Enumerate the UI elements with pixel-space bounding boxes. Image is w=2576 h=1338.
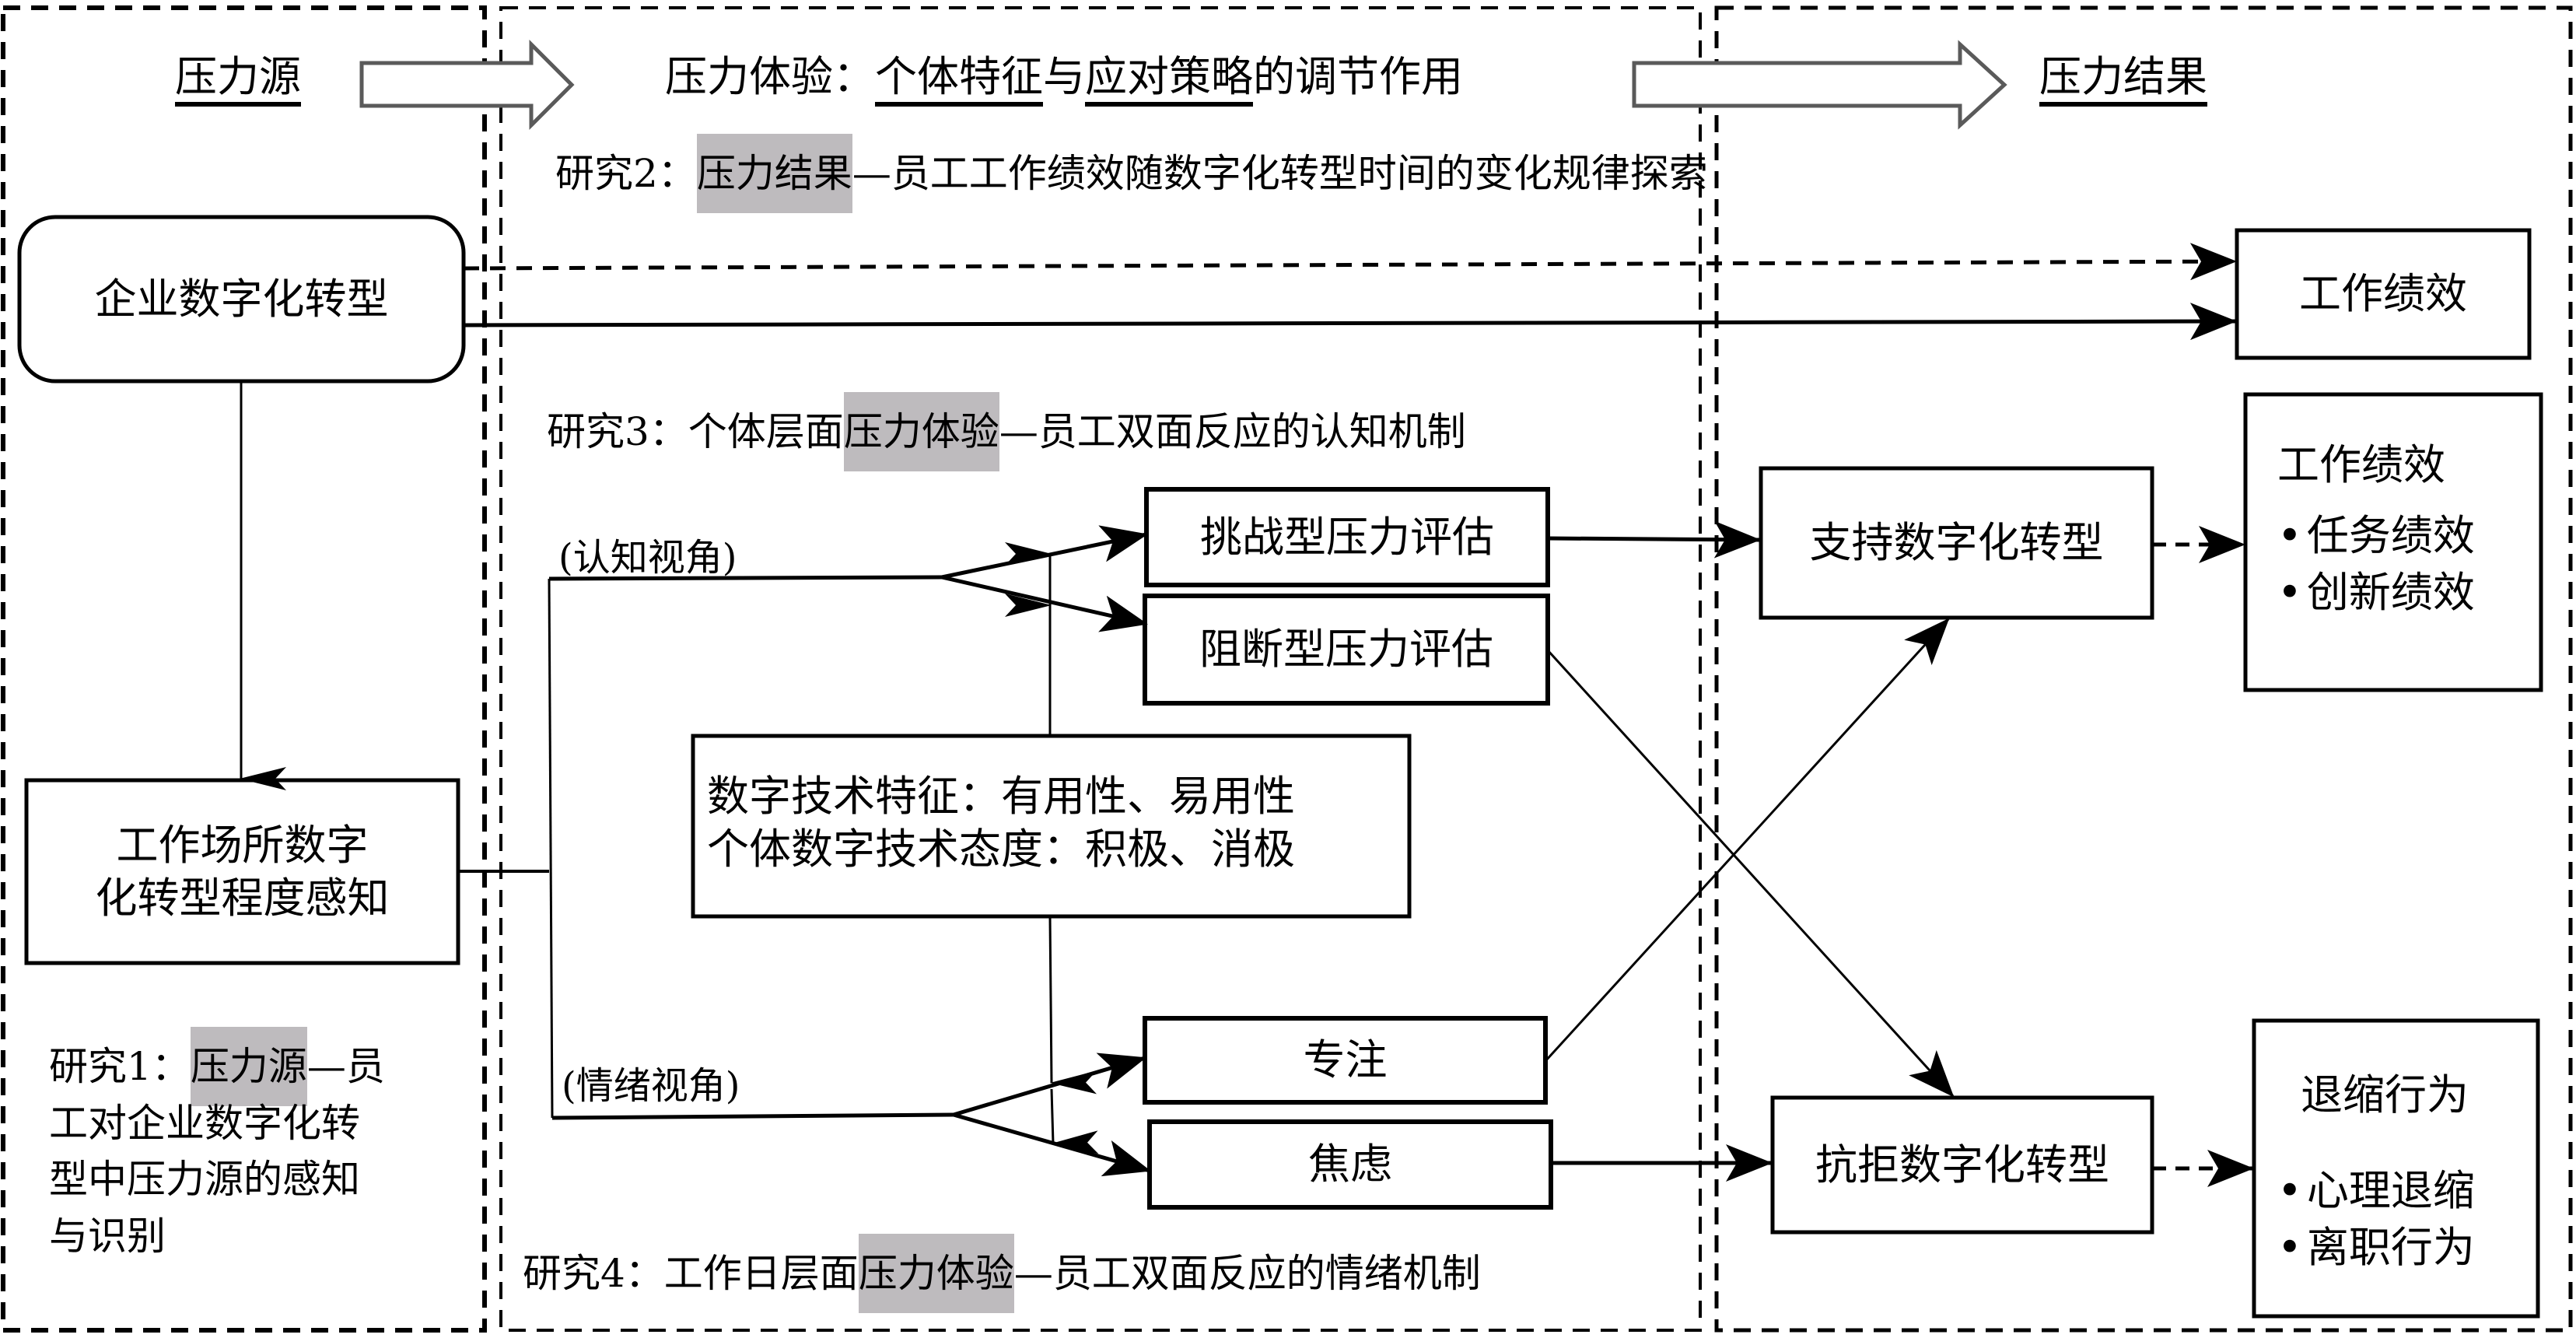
node-focus: 专注: [1303, 1035, 1388, 1085]
moderator-arrow-down: [1048, 916, 1097, 1095]
box-job-performance-top: [2235, 228, 2532, 360]
study2-prefix: 研究2：: [555, 151, 697, 196]
study1-rest-line1: —员: [306, 1044, 385, 1089]
block-arrow-2: [1632, 40, 2007, 130]
node-enterprise-dt: 企业数字化转型: [94, 274, 389, 324]
block-arrow-1: [359, 39, 575, 131]
withdrawal-list-title: 退缩行为: [2301, 1070, 2469, 1119]
box-challenge: [1144, 487, 1550, 587]
withdrawal-list-item: 离职行为: [2277, 1220, 2475, 1277]
study1-prefix: 研究1：: [49, 1044, 191, 1089]
arrow-dt-to-performance-dashed: [463, 243, 2237, 281]
performance-list-item: 任务绩效: [2277, 508, 2475, 565]
study4-caption: 研究4：工作日层面压力体验—员工双面反应的情绪机制: [523, 1234, 1481, 1313]
withdrawal-list-item: 心理退缩: [2277, 1163, 2475, 1220]
study3-caption: 研究3：个体层面压力体验—员工双面反应的认知机制: [547, 392, 1466, 471]
arrow-to-hindrance: [941, 575, 1148, 632]
study2-rest: —员工工作绩效随数字化转型时间的变化规律探索: [852, 151, 1708, 196]
node-moderators-line2: 个体数字技术态度：积极、消极: [707, 824, 1295, 874]
node-job-performance-top: 工作绩效: [2299, 269, 2467, 319]
header-coping-strategies: 应对策略: [1085, 52, 1253, 101]
box-support-dt: [1759, 466, 2154, 620]
panel-stressor: [1, 5, 487, 1333]
moderator-arrow-down-2: [1050, 1088, 1099, 1154]
box-hindrance: [1143, 594, 1550, 706]
header-experience-mid: 与: [1043, 52, 1085, 101]
header-outcome: 压力结果: [2039, 52, 2207, 101]
node-withdrawal-list: 退缩行为 心理退缩 离职行为: [2301, 1067, 2475, 1277]
node-hindrance-appraisal: 阻断型压力评估: [1199, 625, 1493, 674]
header-experience-prefix: 压力体验：: [665, 52, 875, 101]
node-workplace-perception-line2: 化转型程度感知: [95, 873, 390, 923]
study3-highlight: 压力体验: [843, 392, 999, 471]
header-individual-traits: 个体特征: [875, 52, 1043, 101]
study4-prefix: 研究4：工作日层面: [523, 1251, 859, 1296]
study1-highlight: 压力源: [190, 1027, 307, 1106]
node-workplace-perception-line1: 工作场所数字: [116, 821, 369, 870]
connector-cognitive: [548, 575, 943, 581]
node-support-dt: 支持数字化转型: [1809, 518, 2104, 568]
arrow-focus-to-support: [1544, 618, 1950, 1063]
performance-list-title: 工作绩效: [2277, 440, 2445, 489]
arrow-to-focus: [953, 1053, 1146, 1117]
label-cognitive-perspective: (认知视角): [558, 536, 737, 580]
connector-emotional: [551, 1112, 954, 1120]
arrow-dt-to-performance-solid: [463, 303, 2237, 341]
study2-highlight: 压力结果: [696, 134, 852, 213]
arrow-challenge-to-support: [1547, 520, 1761, 559]
node-anxiety: 焦虑: [1308, 1140, 1392, 1189]
box-workplace-perception: [24, 778, 460, 965]
study2-caption: 研究2：压力结果—员工工作绩效随数字化转型时间的变化规律探索: [555, 134, 1708, 213]
header-experience: 压力体验：个体特征与应对策略的调节作用: [665, 56, 1463, 98]
study4-rest: —员工双面反应的情绪机制: [1013, 1251, 1481, 1296]
arrow-to-challenge: [941, 525, 1148, 580]
arrow-to-anxiety: [953, 1112, 1151, 1177]
node-moderators: 数字技术特征：有用性、易用性 个体数字技术态度：积极、消极: [693, 736, 1409, 916]
panel-experience: [499, 6, 1702, 1332]
study1-line4: 与识别: [49, 1213, 166, 1259]
study3-prefix: 研究3：个体层面: [547, 409, 844, 454]
node-resist-dt: 抗拒数字化转型: [1815, 1140, 2109, 1189]
node-challenge-appraisal: 挑战型压力评估: [1200, 512, 1494, 562]
study1-line2: 工对企业数字化转: [49, 1100, 360, 1146]
arrow-hindrance-to-resist: [1546, 649, 1955, 1098]
box-resist-dt: [1770, 1095, 2154, 1235]
label-emotional-perspective: (情绪视角): [562, 1064, 740, 1108]
study3-rest: —员工双面反应的认知机制: [999, 409, 1466, 454]
header-stressor: 压力源: [175, 52, 301, 101]
node-performance-list: 工作绩效 任务绩效 创新绩效: [2277, 437, 2475, 622]
connector-vertical: [548, 578, 554, 1119]
study1-line3: 型中压力源的感知: [49, 1157, 360, 1202]
header-experience-suffix: 的调节作用: [1253, 52, 1463, 101]
study1-caption: 研究1：压力源—员 工对企业数字化转 型中压力源的感知 与识别: [49, 1027, 469, 1264]
panel-outcome: [1714, 5, 2573, 1333]
performance-list-item: 创新绩效: [2277, 565, 2475, 622]
node-workplace-perception: 工作场所数字 化转型程度感知: [26, 780, 458, 963]
node-moderators-line1: 数字技术特征：有用性、易用性: [707, 772, 1295, 821]
study4-highlight: 压力体验: [858, 1234, 1014, 1313]
box-moderators: [691, 734, 1412, 919]
